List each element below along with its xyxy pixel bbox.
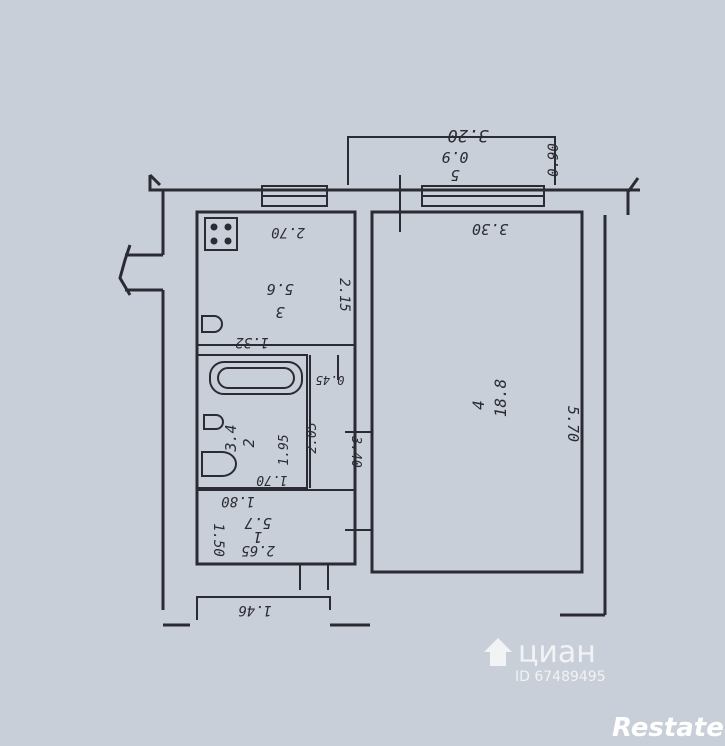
kitchen-length-label: 2.15: [336, 278, 352, 312]
cian-watermark: циан ID 67489495: [484, 635, 606, 685]
stove-icon: [204, 217, 238, 251]
hatch-marks: [299, 355, 372, 590]
watermark-id: ID 67489495: [515, 669, 606, 685]
room-4-number: 4: [469, 400, 488, 410]
room-1-area: 5.7: [244, 514, 271, 532]
living-room-labels: 3.30 4 18.8 5.70: [469, 220, 582, 442]
room-3-area: 5.6: [266, 280, 293, 298]
windows: [261, 175, 545, 232]
room-5-number: 5: [450, 166, 459, 184]
washbasin-icon: [203, 414, 224, 430]
balcony-depth-label: 0.90: [546, 143, 562, 177]
hall-width-top-label: 1.80: [221, 493, 255, 509]
kitchen-labels: 2.70 3 5.6 2.15 1.32 0.45: [235, 224, 352, 387]
bath-length-label: 2.05: [305, 422, 320, 453]
room-2-number: 2: [240, 438, 258, 447]
room-outlines: [195, 210, 584, 574]
room-5-area: 0.9: [441, 148, 468, 166]
room-3-number: 3: [275, 303, 285, 321]
small-gap-label: 0.45: [316, 373, 345, 387]
bathtub-icon: [209, 361, 303, 395]
outer-walls: [118, 173, 640, 627]
entry-label: 1.46: [238, 602, 272, 618]
kitchen-sink-icon: [201, 315, 223, 333]
restate-logo-text: Restate: [612, 713, 724, 743]
balcony: [347, 136, 556, 185]
watermark-brand: циан: [518, 635, 596, 670]
hall-labels: 1.80 1 5.7 1.50 2.65 1.46: [210, 493, 275, 618]
room-4-area: 18.8: [491, 379, 510, 418]
hall-depth-label: 1.50: [210, 523, 226, 557]
bath-inner-label: 1.70: [256, 472, 287, 487]
balcony-length-label: 3.20: [448, 125, 490, 145]
house-icon: [484, 638, 512, 666]
room-2-area: 3.4: [222, 424, 240, 452]
room4-width-label: 3.30: [472, 220, 509, 238]
entrance: [196, 596, 331, 620]
room-1-number: 1: [253, 528, 262, 546]
kitchen-niche-label: 1.32: [235, 334, 269, 350]
toilet-icon: [201, 451, 237, 477]
restate-logo: Restate: [612, 713, 724, 743]
balcony-label: 3.20 5 0.9 0.90: [441, 125, 562, 184]
bathroom-labels: 2 3.4 1.95 2.05 1.70 3.40: [222, 422, 363, 487]
room4-length-label: 5.70: [564, 406, 582, 442]
partition-length-label: 3.40: [348, 435, 363, 467]
hall-width-bottom-label: 2.65: [241, 542, 275, 558]
bath-width-label: 1.95: [277, 434, 292, 465]
kitchen-width-label: 2.70: [271, 224, 305, 240]
